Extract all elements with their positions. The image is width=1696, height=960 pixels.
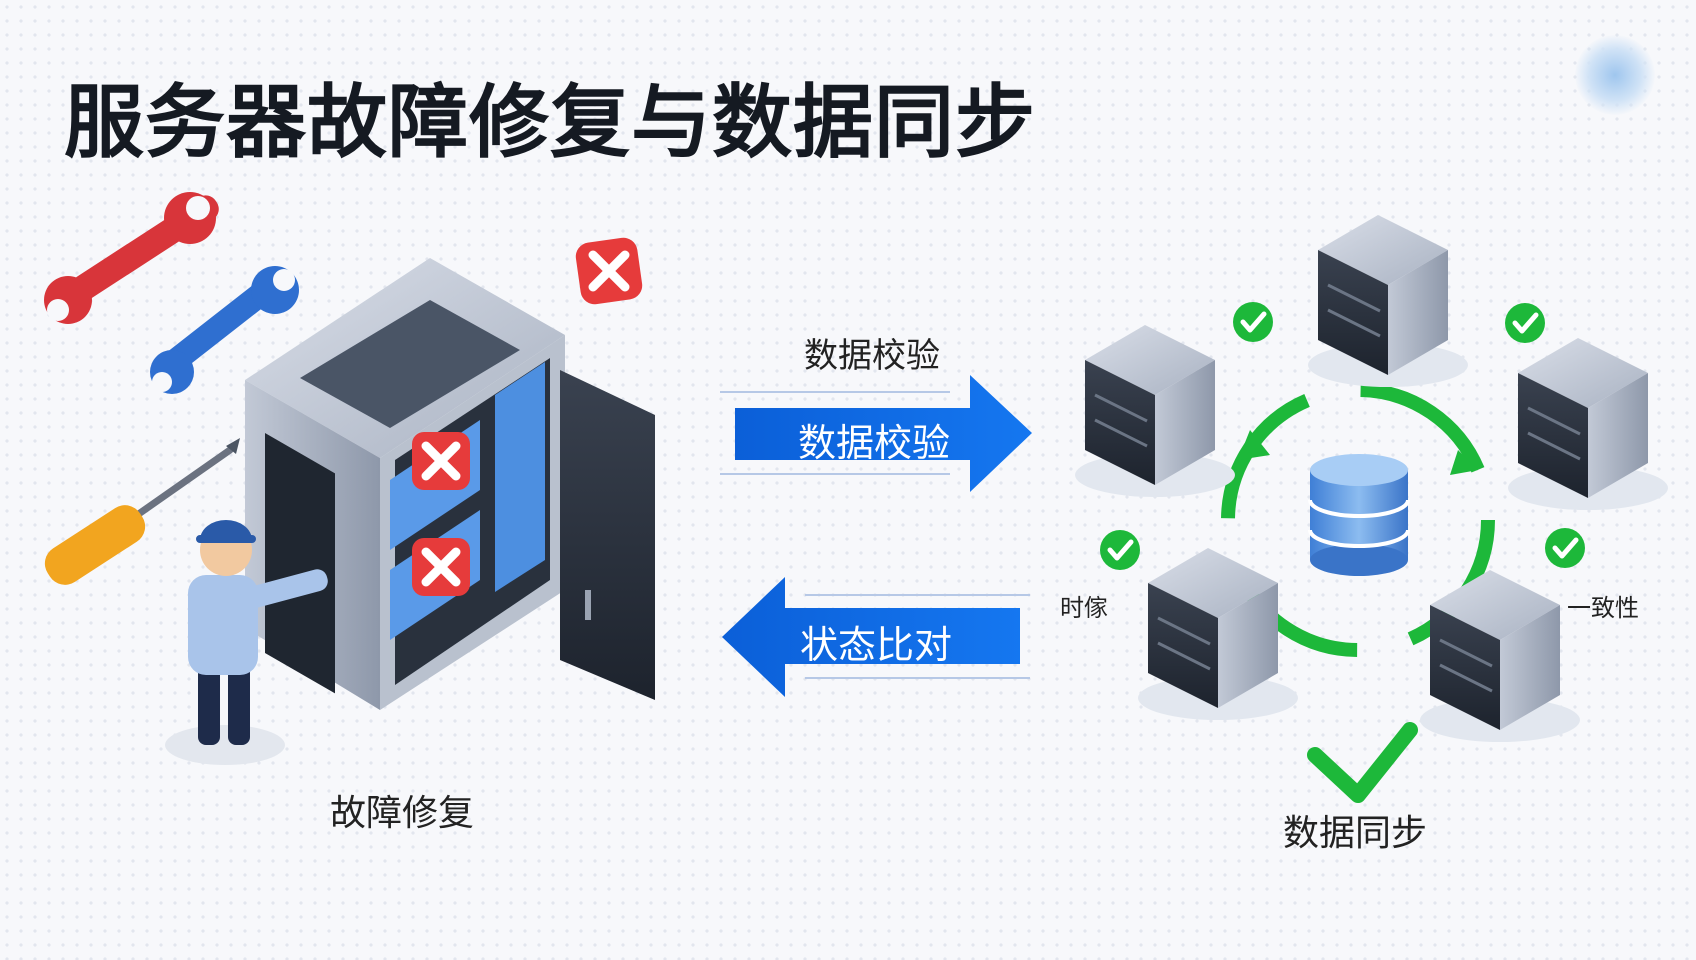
consistency-caption: 一致性 (1567, 594, 1639, 622)
data-check-caption: 数据校验 (804, 336, 940, 376)
technician-figure (165, 520, 328, 765)
checkmark-icon (1233, 302, 1273, 342)
error-x-icon (575, 237, 643, 305)
repair-caption: 故障修复 (330, 793, 475, 834)
sync-caption: 数据同步 (1283, 813, 1428, 854)
decorative-glow (1575, 35, 1655, 115)
arrow-right-label: 数据校验 (798, 421, 951, 465)
server-node-right (1508, 338, 1668, 510)
wrench-blue-icon (150, 266, 299, 394)
page-title: 服务器故障修复与数据同步 (64, 76, 1036, 169)
server-node-bottom-right (1420, 570, 1580, 742)
error-x-icon (412, 538, 470, 596)
arrow-right-data-check (720, 375, 1032, 492)
checkmark-icon (1505, 303, 1545, 343)
checkmark-icon (1307, 722, 1418, 803)
database-icon (1308, 454, 1410, 576)
wrench-red-icon (44, 192, 219, 324)
server-node-bottom-left (1138, 548, 1298, 720)
checkmark-icon (1100, 530, 1140, 570)
checkmark-icon (1545, 528, 1585, 568)
arrow-left-label: 状态比对 (800, 623, 953, 667)
server-node-left (1075, 325, 1235, 497)
server-node-top (1308, 215, 1468, 387)
error-x-icon (412, 432, 470, 490)
arrow-left-state-compare (722, 577, 1030, 697)
screwdriver-icon (44, 438, 240, 585)
time-caption: 时傢 (1060, 594, 1108, 622)
faulty-server-cabinet (245, 258, 655, 710)
